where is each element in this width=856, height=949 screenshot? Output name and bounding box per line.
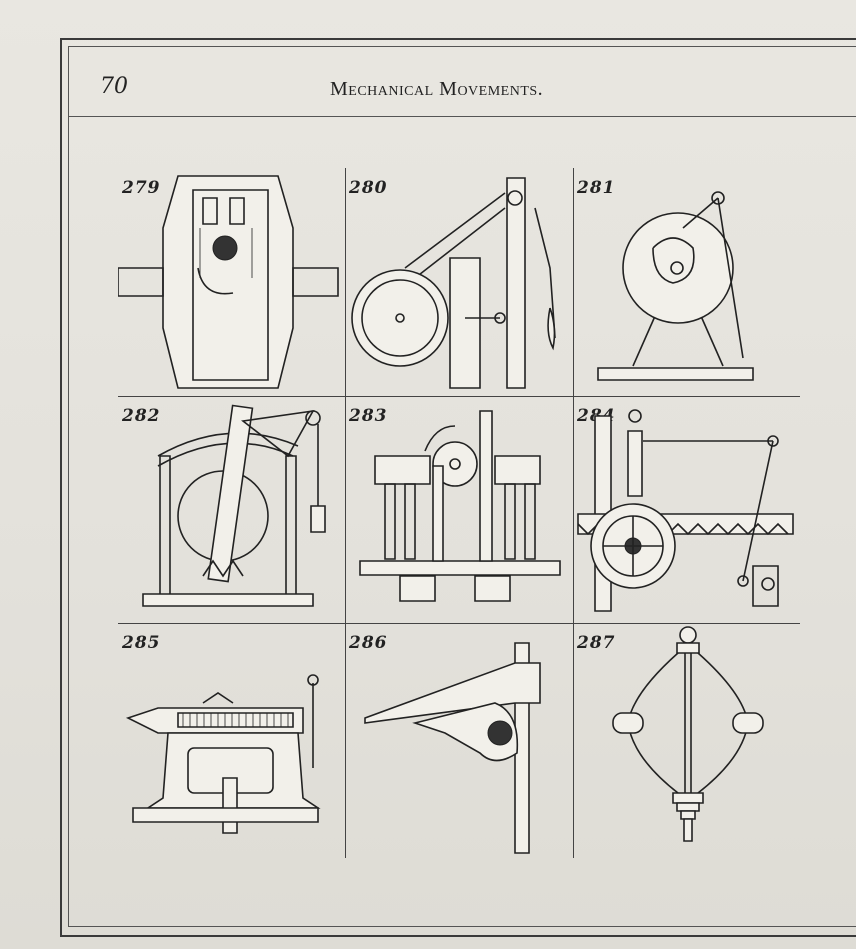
figure-286: 286 [345, 623, 573, 858]
page-inner-border [68, 46, 856, 927]
figure-285: 285 [118, 623, 345, 858]
figure-280-drawing [345, 168, 573, 396]
figure-grid: 279 280 [118, 168, 800, 858]
running-head: Mechanical Movements. [330, 78, 544, 100]
figure-284: 284 [573, 396, 800, 623]
figure-number: 279 [122, 178, 161, 198]
page-outer-border [60, 38, 856, 937]
grid-divider [118, 396, 800, 397]
figure-284-drawing [573, 396, 800, 623]
figure-285-drawing [118, 623, 345, 858]
figure-280: 280 [345, 168, 573, 396]
figure-287-drawing [573, 623, 800, 858]
grid-divider [345, 168, 346, 858]
header-rule [68, 116, 856, 117]
figure-number: 286 [349, 633, 388, 653]
figure-number: 282 [122, 406, 161, 426]
grid-divider [118, 623, 800, 624]
figure-282: 282 [118, 396, 345, 623]
figure-279: 279 [118, 168, 345, 396]
figure-279-drawing [118, 168, 345, 396]
figure-281: 281 [573, 168, 800, 396]
figure-281-drawing [573, 168, 800, 396]
page-number: 70 [100, 74, 128, 99]
grid-divider [573, 168, 574, 858]
figure-number: 283 [349, 406, 388, 426]
figure-282-drawing [118, 396, 345, 623]
figure-283-drawing [345, 396, 573, 623]
figure-number: 280 [349, 178, 388, 198]
figure-number: 285 [122, 633, 161, 653]
figure-number: 281 [577, 178, 616, 198]
figure-283: 283 [345, 396, 573, 623]
figure-287: 287 [573, 623, 800, 858]
figure-286-drawing [345, 623, 573, 858]
figure-number: 287 [577, 633, 616, 653]
